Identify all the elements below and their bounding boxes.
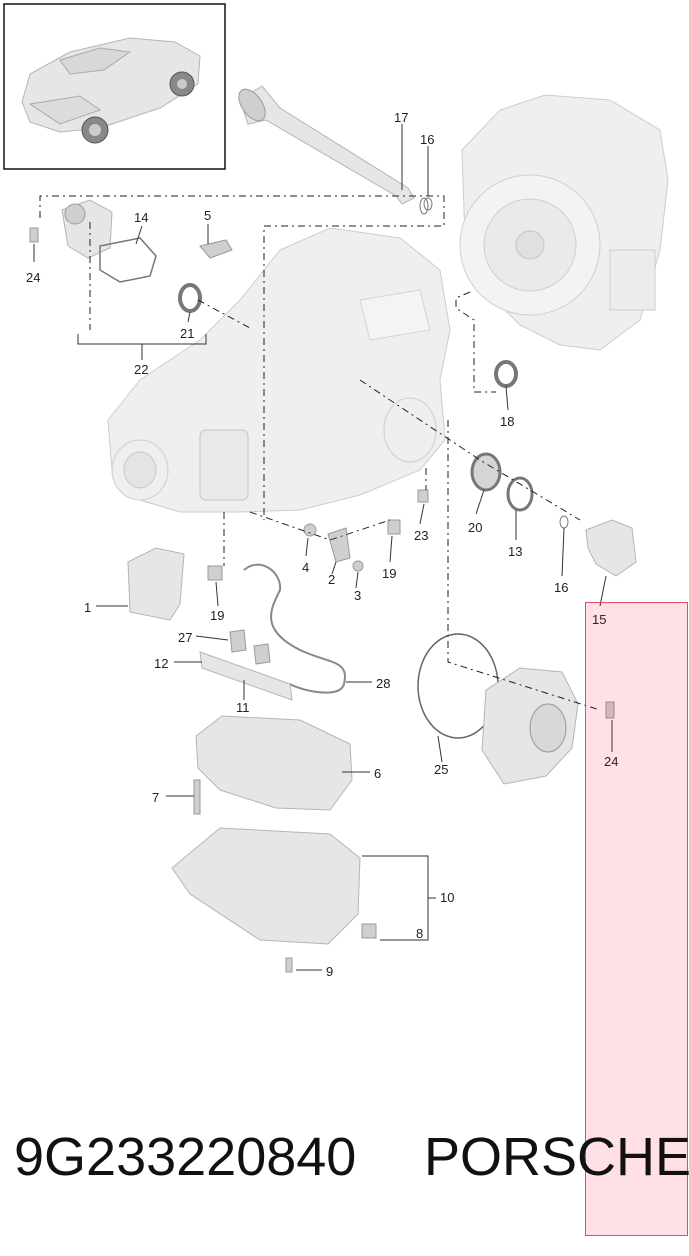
callout-16-right: 16 — [554, 580, 568, 595]
plug-23 — [417, 489, 429, 503]
valve-body-6 — [195, 715, 353, 811]
callout-2: 2 — [328, 572, 335, 587]
bracket-10 — [362, 855, 436, 941]
wiring-harness-28 — [243, 563, 347, 694]
brand-caption: PORSCHE — [424, 1127, 689, 1187]
callout-19-left: 19 — [210, 608, 224, 623]
part-number-caption: 9G233220840 — [14, 1127, 357, 1187]
callout-24-right: 24 — [604, 754, 618, 769]
callout-12: 12 — [154, 656, 168, 671]
callout-17: 17 — [394, 110, 408, 125]
callout-16-top: 16 — [420, 132, 434, 147]
callout-9: 9 — [326, 964, 333, 979]
engine-block-ghost — [459, 94, 669, 351]
lever-2 — [327, 527, 351, 563]
vehicle-thumbnail — [3, 3, 226, 170]
bolt-4 — [303, 523, 317, 537]
callout-10: 10 — [440, 890, 454, 905]
seal-20 — [470, 452, 502, 492]
callout-22: 22 — [134, 362, 148, 377]
sensor-5 — [199, 239, 233, 259]
callout-24-left: 24 — [26, 270, 40, 285]
highlight-region — [585, 602, 688, 1236]
callout-20: 20 — [468, 520, 482, 535]
callout-3: 3 — [354, 588, 361, 603]
oring-16-top — [423, 197, 433, 211]
callout-21: 21 — [180, 326, 194, 341]
bolt-24-right — [605, 701, 615, 719]
flange-15 — [585, 519, 637, 577]
connector-strip-12 — [199, 651, 293, 701]
solenoid-27 — [229, 629, 271, 665]
callout-28: 28 — [376, 676, 390, 691]
transmission-housing — [107, 227, 451, 513]
callout-25: 25 — [434, 762, 448, 777]
bolt-7 — [193, 779, 201, 815]
callout-5: 5 — [204, 208, 211, 223]
assembly-lines — [39, 195, 601, 711]
oring-13 — [506, 476, 534, 512]
leader-lines — [33, 124, 613, 971]
drain-plug-8 — [361, 923, 377, 939]
bolt-24-left — [29, 227, 39, 243]
callout-11: 11 — [236, 700, 250, 715]
heat-shield-1 — [127, 547, 185, 621]
seal-18 — [494, 360, 518, 388]
seal-21 — [178, 283, 202, 313]
callout-13: 13 — [508, 544, 522, 559]
callout-8: 8 — [416, 926, 423, 941]
callout-14: 14 — [134, 210, 148, 225]
callout-18: 18 — [500, 414, 514, 429]
callout-15: 15 — [592, 612, 606, 627]
callout-23: 23 — [414, 528, 428, 543]
screw-9 — [285, 957, 293, 973]
plug-19b — [387, 519, 401, 535]
drive-shaft — [238, 85, 429, 215]
oring-16 — [559, 515, 569, 529]
plug-19 — [207, 565, 223, 581]
nut-3 — [352, 560, 364, 572]
callout-19-right: 19 — [382, 566, 396, 581]
cover-housing-bore — [529, 703, 567, 753]
oil-pan-10 — [171, 827, 361, 945]
callout-27: 27 — [178, 630, 192, 645]
gasket-14 — [99, 237, 157, 283]
bracket-22 — [77, 334, 207, 360]
callout-6: 6 — [374, 766, 381, 781]
callout-1: 1 — [84, 600, 91, 615]
callout-labels: 17 16 14 5 24 21 22 18 20 13 23 4 2 3 19… — [26, 110, 618, 979]
callout-7: 7 — [152, 790, 159, 805]
callout-4: 4 — [302, 560, 309, 575]
slave-cylinder — [61, 199, 113, 259]
